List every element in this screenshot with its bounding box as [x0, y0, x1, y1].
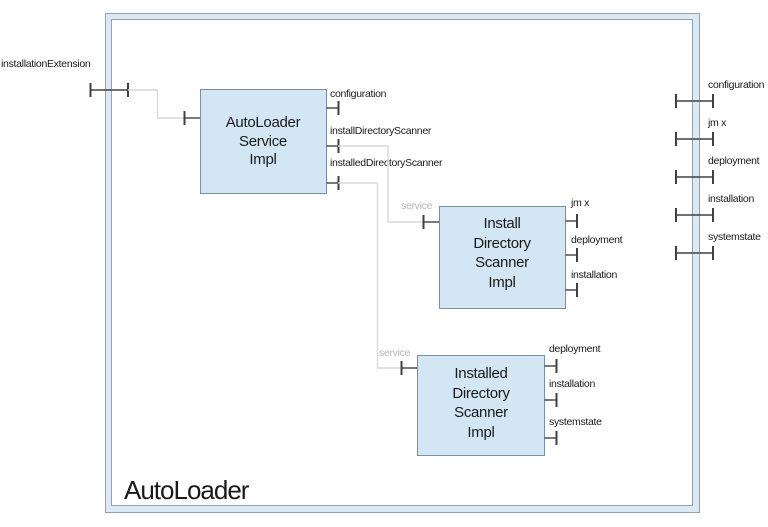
frame-port-label-jmx: jm x: [707, 117, 727, 129]
wire-installeddirectoryscanner-to-service: [338, 182, 402, 369]
frame-port-installation: installation: [675, 193, 755, 222]
port-label-installeddirectoryscanner: installedDirectoryScanner: [330, 157, 443, 169]
component-name-line: Directory: [452, 385, 510, 402]
service-port-label: service: [401, 200, 433, 212]
component-name-line: Installed: [454, 365, 507, 382]
component-autoloader-service-impl[interactable]: AutoLoader Service Impl configuration in…: [200, 88, 443, 194]
wire-installdirectoryscanner-to-service: [338, 145, 424, 223]
frame-title: AutoLoader: [124, 475, 250, 505]
frame-port-label-installation: installation: [708, 193, 754, 205]
component-box[interactable]: [417, 355, 545, 456]
frame-port-configuration: configuration: [675, 79, 765, 108]
service-port-label: service: [379, 347, 411, 359]
component-name-line: Impl: [467, 424, 494, 441]
frame-port-jmx: jm x: [675, 117, 727, 146]
frame-port-systemstate: systemstate: [675, 231, 761, 260]
port-label-systemstate: systemstate: [549, 416, 602, 428]
system-frame-inner-border: [111, 19, 693, 506]
component-name-line: Impl: [488, 274, 515, 291]
component-name-line: Scanner: [454, 404, 508, 421]
port-label-installation: installation: [571, 269, 617, 281]
component-install-directory-scanner-impl[interactable]: Install Directory Scanner Impl jm x depl…: [439, 197, 623, 309]
port-label-installdirectoryscanner: installDirectoryScanner: [330, 125, 432, 137]
port-label-deployment: deployment: [549, 343, 601, 355]
port-label-configuration: configuration: [330, 88, 387, 100]
port-label-installation: installation: [549, 378, 595, 390]
frame-port-label-configuration: configuration: [708, 79, 765, 91]
component-name-line: Impl: [249, 151, 276, 168]
wire-installationextension-to-autoloader: [128, 89, 184, 119]
component-box[interactable]: [200, 89, 327, 194]
component-name-line: Directory: [473, 235, 531, 252]
frame-port-label-deployment: deployment: [708, 155, 760, 167]
port-label-jmx: jm x: [570, 197, 590, 209]
component-name-line: Scanner: [475, 254, 529, 271]
component-name-line: AutoLoader: [226, 114, 301, 131]
component-box[interactable]: [439, 206, 566, 309]
component-installed-directory-scanner-impl[interactable]: Installed Directory Scanner Impl deploym…: [417, 343, 603, 456]
frame-port-deployment: deployment: [675, 155, 760, 184]
component-name-line: Install: [483, 215, 520, 232]
component-name-line: Service: [239, 133, 287, 150]
frame-port-label-systemstate: systemstate: [708, 231, 761, 243]
port-label-deployment: deployment: [571, 234, 623, 246]
frame-port-label-installationextension: installationExtension: [1, 58, 91, 70]
